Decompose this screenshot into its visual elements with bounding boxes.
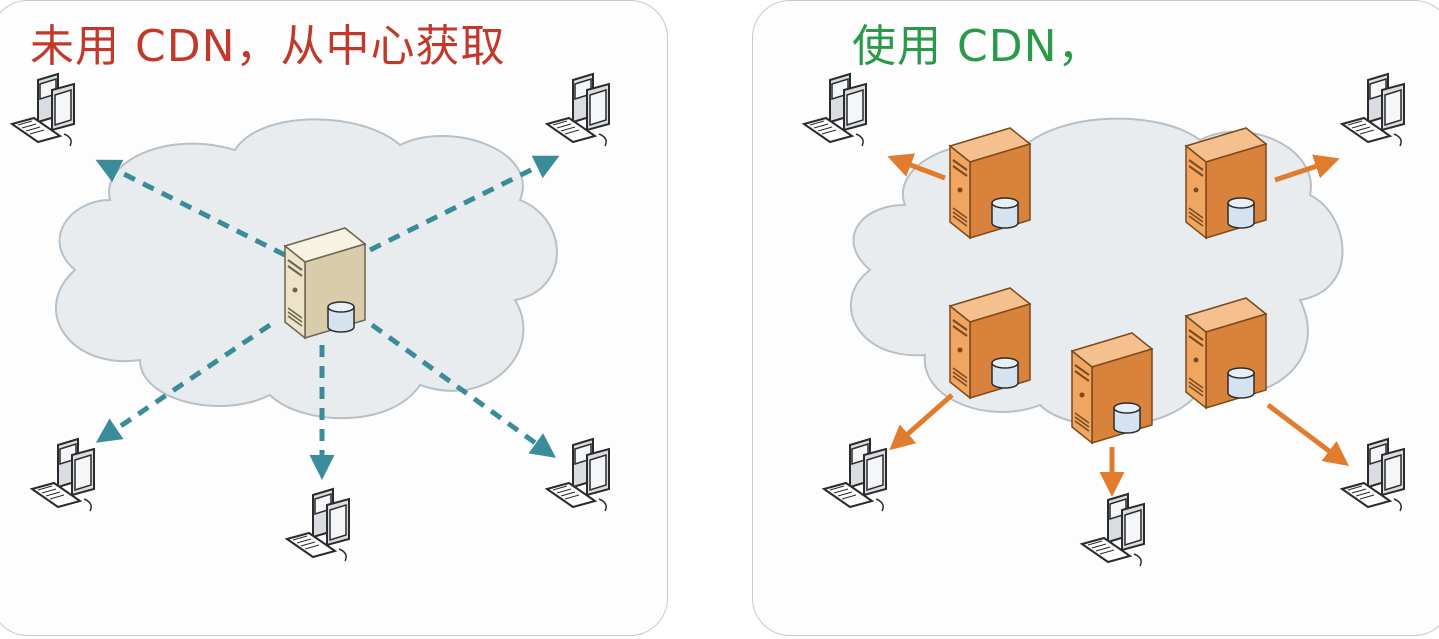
arrow [95,322,272,443]
computer-icon [1341,438,1405,512]
arrow [1266,403,1349,467]
arrow [1274,154,1340,183]
computer-icon [31,438,95,512]
computer-icon [1341,73,1405,147]
computer-icon [803,73,867,147]
arrows-from-edge [887,153,1349,497]
database-icon [327,301,355,333]
arrows-from-center [95,155,560,480]
title-without-cdn: 未用 CDN，从中心获取 [30,21,506,72]
computer-icon [823,438,887,512]
database-icon [991,197,1019,229]
title-with-cdn: 使用 CDN， [852,21,1103,72]
computer-icon [1081,493,1145,567]
database-icon [1113,402,1141,434]
arrow [889,393,954,451]
arrow [95,159,287,258]
arrow [368,155,560,253]
database-icon [1227,197,1255,229]
database-icon [1227,367,1255,399]
arrow [887,153,946,181]
computer-icon [546,438,610,512]
computer-icon [546,73,610,147]
arrow [370,322,557,458]
computer-icon [286,488,350,562]
computer-icon [11,73,75,147]
database-icon [991,357,1019,389]
